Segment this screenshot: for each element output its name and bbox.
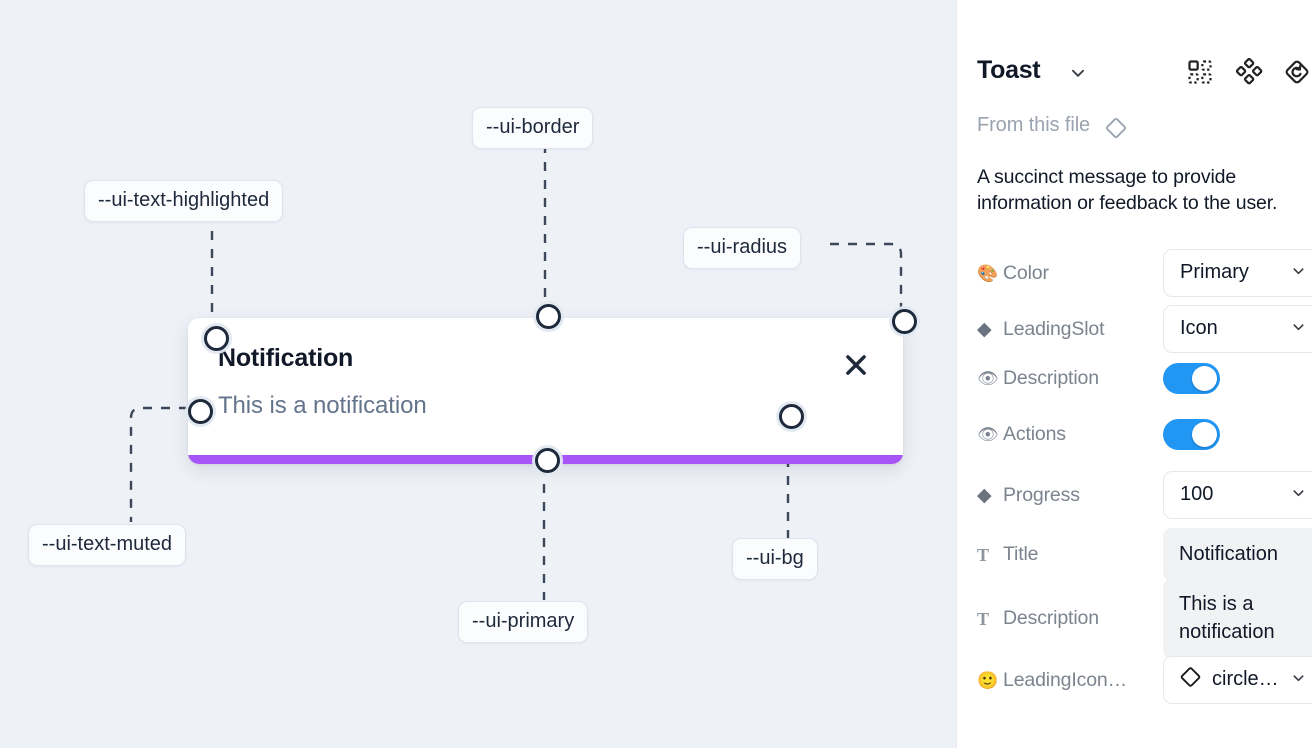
property-label-text: Description [1003,607,1099,629]
property-label-color: 🎨 Color [977,262,1163,285]
annotation-chip-ui-bg[interactable]: --ui-bg [732,538,818,580]
property-row-description-text: T Description This is a notification [977,578,1312,659]
property-row-color: 🎨 Color Primary [977,249,1312,297]
toast-title: Notification [218,344,354,372]
property-control-description-text: This is a notification [1163,578,1312,659]
toast-component[interactable]: Notification This is a notification [188,318,903,464]
property-label-title: T Title [977,543,1163,566]
component-grid-icon[interactable] [1186,58,1214,86]
diamond-icon [1178,665,1203,696]
anchor-ui-text-muted[interactable] [187,398,213,424]
property-label-text: Description [1003,367,1099,389]
annotation-chip-ui-text-highlighted[interactable]: --ui-text-highlighted [84,180,284,222]
eye-emoji-icon: 👁 [977,425,999,444]
property-label-text: Actions [1003,423,1066,445]
reset-variant-icon[interactable] [1283,58,1311,86]
panel-header: Toast [977,52,1309,94]
toast-description: This is a notification [218,392,427,419]
panel-title: Toast [977,56,1041,84]
property-control-leadingicon: circle… [1163,656,1312,704]
chevron-down-icon [1291,318,1306,341]
chevron-down-icon [1291,484,1306,507]
properties-panel: Toast [956,0,1312,748]
actions-toggle[interactable] [1163,419,1220,450]
toggle-knob [1192,422,1217,447]
property-label-leadingicon: 🙂 LeadingIcon… [977,669,1163,692]
palette-emoji-icon: 🎨 [977,263,999,283]
property-label-description-text: T Description [977,607,1163,630]
property-control-actions-toggle [1163,419,1220,450]
diamond-icon: ◆ [977,318,992,340]
progress-select[interactable]: 100 [1163,471,1312,519]
description-input[interactable]: This is a notification [1163,578,1312,659]
design-canvas[interactable]: --ui-border --ui-text-highlighted --ui-r… [0,0,956,748]
property-row-leadingslot: ◆ LeadingSlot Icon [977,305,1312,353]
description-toggle[interactable] [1163,363,1220,394]
diamond-icon: ◆ [977,484,992,506]
progress-select-value: 100 [1180,483,1214,505]
from-this-file-label: From this file [977,114,1091,136]
leadingicon-select-value: circle… [1212,668,1279,690]
property-label-text: LeadingIcon… [1003,668,1127,691]
eye-emoji-icon: 👁 [977,369,999,388]
anchor-ui-border[interactable] [535,303,561,329]
leadingslot-select-value: Icon [1180,317,1218,339]
property-label-description-toggle: 👁 Description [977,367,1163,390]
property-label-progress: ◆ Progress [977,484,1163,507]
property-control-description-toggle [1163,363,1220,394]
text-t-icon: T [977,544,989,565]
leadingicon-select[interactable]: circle… [1163,656,1312,704]
property-label-actions-toggle: 👁 Actions [977,423,1163,446]
diamond-icon [1103,115,1129,146]
color-select-value: Primary [1180,261,1249,283]
property-label-text: Color [1003,261,1049,284]
property-control-progress: 100 [1163,471,1312,519]
component-description: A succinct message to provide informatio… [977,166,1278,214]
from-this-file-row: From this file [977,114,1127,142]
smiley-emoji-icon: 🙂 [977,670,999,690]
anchor-ui-bg[interactable] [778,403,804,429]
leadingslot-select[interactable]: Icon [1163,305,1312,353]
property-control-color: Primary [1163,249,1312,297]
property-row-description-toggle: 👁 Description [977,363,1312,394]
four-diamond-icon[interactable] [1235,57,1263,86]
property-label-text: Progress [1003,483,1080,506]
chevron-down-icon[interactable] [1069,64,1087,87]
chevron-down-icon [1291,669,1306,692]
property-row-leadingicon: 🙂 LeadingIcon… circle… [977,656,1312,704]
annotation-chip-ui-border[interactable]: --ui-border [472,107,594,149]
close-x-icon[interactable] [841,350,871,380]
toggle-knob [1192,366,1217,391]
property-row-actions-toggle: 👁 Actions [977,419,1312,450]
property-label-text: LeadingSlot [1003,317,1105,340]
color-select[interactable]: Primary [1163,249,1312,297]
property-label-leadingslot: ◆ LeadingSlot [977,318,1163,341]
title-input[interactable]: Notification [1163,528,1312,581]
property-control-title: Notification [1163,528,1312,581]
anchor-ui-primary[interactable] [534,447,560,473]
property-label-text: Title [1003,543,1039,565]
property-row-title: T Title Notification [977,528,1312,581]
property-row-progress: ◆ Progress 100 [977,471,1312,519]
property-control-leadingslot: Icon [1163,305,1312,353]
annotation-chip-ui-primary[interactable]: --ui-primary [458,601,589,643]
annotation-chip-ui-radius[interactable]: --ui-radius [683,227,802,269]
anchor-ui-text-highlighted[interactable] [203,325,229,351]
text-t-icon: T [977,608,989,629]
anchor-ui-radius[interactable] [891,308,917,334]
annotation-chip-ui-text-muted[interactable]: --ui-text-muted [28,524,187,566]
chevron-down-icon [1291,262,1306,285]
